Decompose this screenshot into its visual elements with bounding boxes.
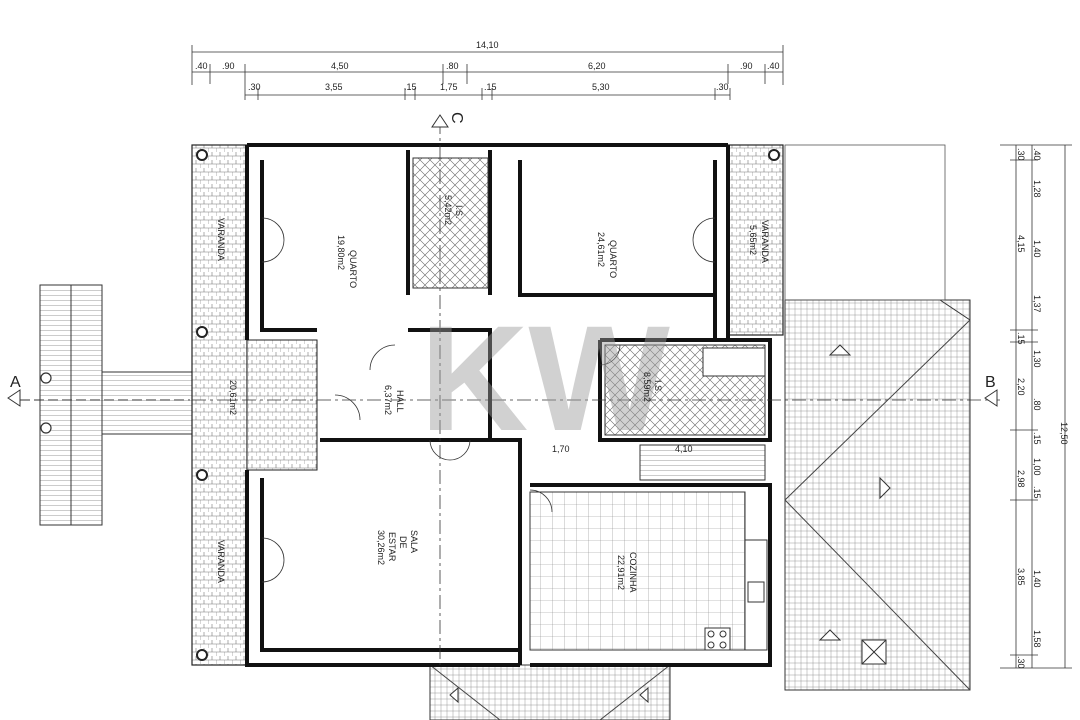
quarto-left-area: 19,80m2 — [336, 235, 346, 270]
watermark-logo: KW — [420, 294, 670, 462]
dim-right-total: 12,50 — [1059, 422, 1069, 445]
section-c-label: C — [448, 112, 465, 124]
dim-top-3: 4,50 — [331, 61, 349, 71]
dim-internal-1: 1,70 — [552, 444, 570, 454]
hall-name: HALL — [395, 390, 405, 413]
dim-right-4: 2,20 — [1016, 378, 1026, 396]
dim-right-i1: .40 — [1032, 148, 1042, 161]
exterior-stairs — [20, 284, 193, 526]
sala-name-2: DE — [398, 536, 408, 549]
dim-row3-6: 5,30 — [592, 82, 610, 92]
dim-internal-2: 4,10 — [675, 444, 693, 454]
interior-stairs — [639, 444, 766, 481]
section-c-marker — [431, 114, 449, 128]
dim-right-i5: 1,30 — [1032, 350, 1042, 368]
dim-top-7: .40 — [767, 61, 780, 71]
varanda-right-top-area: 5,65m2 — [748, 225, 758, 255]
kitchen-floor — [529, 491, 746, 651]
dim-row3-3: .15 — [404, 82, 417, 92]
varanda-left-bottom-name: VARANDA — [216, 540, 226, 583]
dim-right-i4: 1,37 — [1032, 295, 1042, 313]
quarto-left-name: QUARTO — [348, 250, 358, 288]
dim-right-6: 3,85 — [1016, 568, 1026, 586]
section-a-label: A — [10, 374, 21, 391]
dim-right-i11: 1,58 — [1032, 630, 1042, 648]
varanda-left-top-name: VARANDA — [216, 218, 226, 261]
hall-area: 6,37m2 — [383, 385, 393, 415]
doors — [261, 217, 716, 583]
dim-right-7: .30 — [1016, 656, 1026, 669]
dim-right-i2: 1,28 — [1032, 180, 1042, 198]
dim-right-2: 4,15 — [1016, 235, 1026, 253]
varanda-left — [191, 144, 318, 666]
dim-row3-2: 3,55 — [325, 82, 343, 92]
is-right-area: 8,59m2 — [642, 372, 652, 402]
dim-row3-1: .30 — [248, 82, 261, 92]
section-lines — [192, 120, 1000, 665]
dim-top-2: .90 — [222, 61, 235, 71]
walls — [245, 143, 772, 667]
dim-row3-5: .15 — [484, 82, 497, 92]
cozinha-name: COZINHA — [628, 552, 638, 593]
varanda-left-mid-area: 20,61m2 — [228, 380, 238, 415]
stove-burners — [707, 630, 727, 649]
is-left-area: 5,42m2 — [443, 195, 453, 225]
is-left-name: I.S. — [454, 205, 464, 219]
sala-area: 30,26m2 — [376, 530, 386, 565]
dim-right-i6: .80 — [1032, 398, 1042, 411]
dim-top-1: .40 — [195, 61, 208, 71]
is-right-name: I.S. — [653, 380, 663, 394]
dim-right-i7: .15 — [1032, 432, 1042, 445]
varanda-right — [727, 144, 784, 336]
section-b-label: B — [985, 374, 996, 391]
section-b-marker — [984, 389, 998, 407]
sala-name-1: SALA — [409, 530, 419, 553]
cozinha-area: 22,91m2 — [616, 555, 626, 590]
roof-right — [784, 144, 971, 691]
dim-top-6: .90 — [740, 61, 753, 71]
dim-top-4: .80 — [446, 61, 459, 71]
right-dimensions — [1000, 144, 1072, 669]
dim-row3-4: 1,75 — [440, 82, 458, 92]
dim-row3-7: .30 — [716, 82, 729, 92]
dim-right-i10: 1,40 — [1032, 570, 1042, 588]
section-a-marker — [7, 389, 21, 407]
dim-right-i9: .15 — [1032, 486, 1042, 499]
dim-top-total: 14,10 — [476, 40, 499, 50]
dim-top-5: 6,20 — [588, 61, 606, 71]
roof-bottom — [429, 664, 671, 720]
top-dimensions — [191, 45, 784, 100]
dim-right-5: 2,98 — [1016, 470, 1026, 488]
varanda-right-top-name: VARANDA — [760, 220, 770, 263]
dim-right-3: .15 — [1016, 332, 1026, 345]
dim-right-i8: 1,00 — [1032, 458, 1042, 476]
dim-right-i3: 1,40 — [1032, 240, 1042, 258]
kitchen-sink — [747, 581, 765, 603]
bathtub — [702, 347, 766, 377]
sala-name-3: ESTAR — [387, 532, 397, 562]
quarto-right-name: QUARTO — [608, 240, 618, 278]
quarto-right-area: 24,61m2 — [596, 232, 606, 267]
is-left-floor — [412, 157, 489, 289]
dim-right-1: .30 — [1016, 148, 1026, 161]
